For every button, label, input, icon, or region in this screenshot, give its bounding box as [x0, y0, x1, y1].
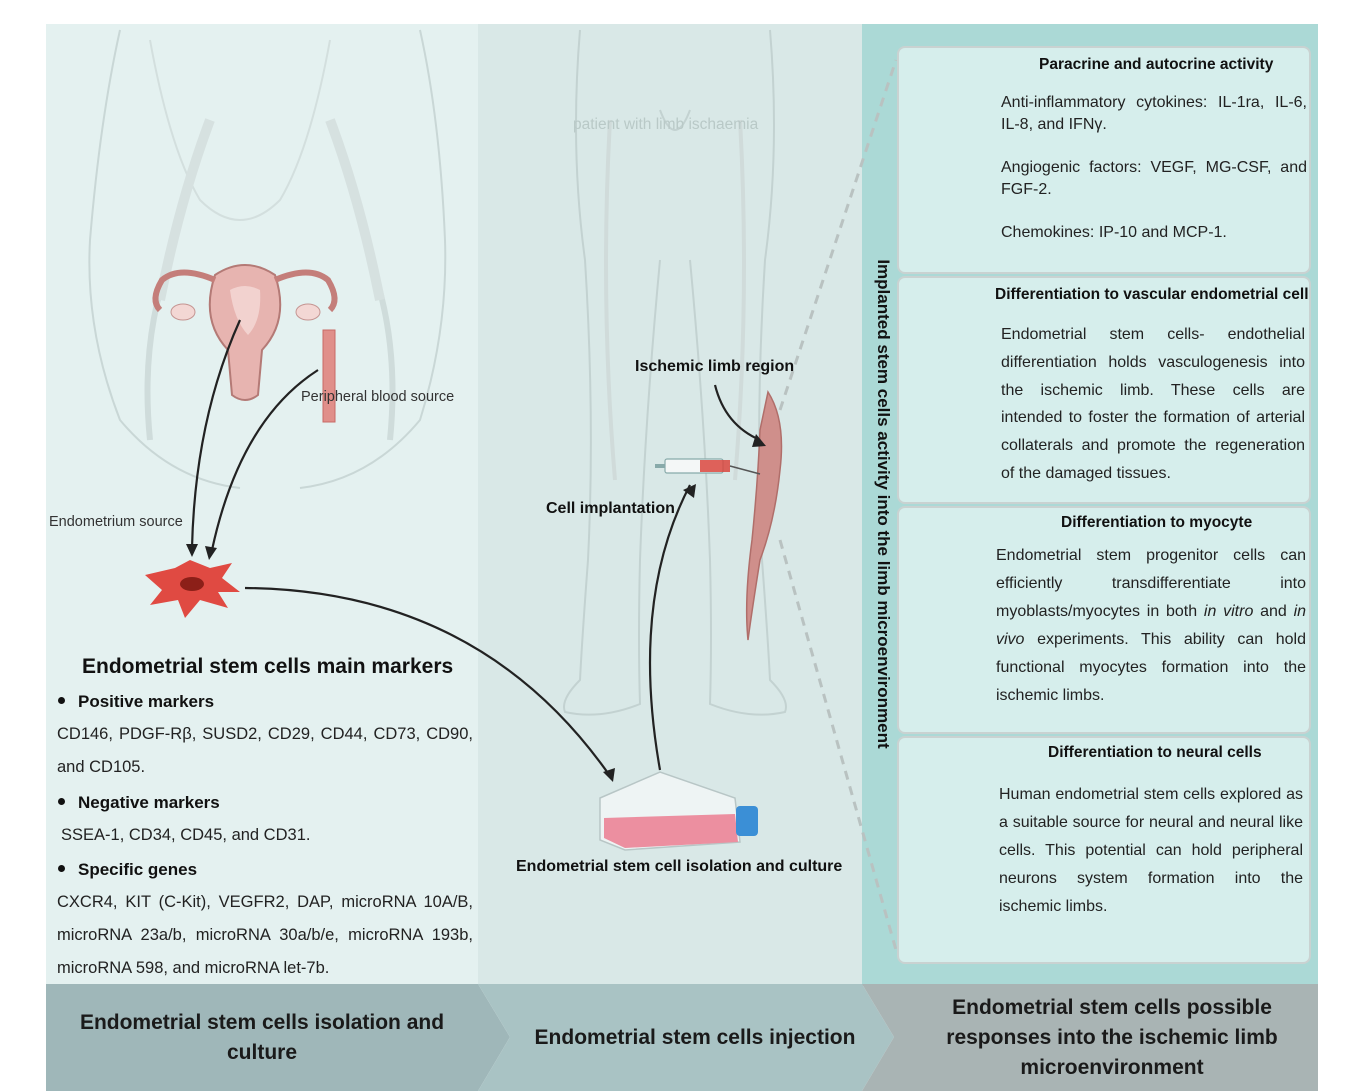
footer-middle-label: Endometrial stem cells injection — [505, 984, 885, 1091]
cell-implantation-label: Cell implantation — [546, 500, 675, 518]
specific-genes-heading: Specific genes — [58, 860, 197, 880]
paracrine-box: Paracrine and autocrine activity Anti-in… — [897, 46, 1311, 274]
vertical-activity-label-text: Implanted stem cells activity into the l… — [873, 259, 893, 748]
markers-title: Endometrial stem cells main markers — [82, 655, 453, 679]
myocyte-text-part3: experiments. This ability can hold funct… — [996, 631, 1306, 704]
negative-markers-heading: Negative markers — [58, 793, 220, 813]
bullet-icon — [58, 798, 65, 805]
vertical-activity-label: Implanted stem cells activity into the l… — [873, 258, 893, 750]
positive-markers-heading: Positive markers — [58, 692, 214, 712]
vascular-title: Differentiation to vascular endometrial … — [995, 286, 1309, 304]
peripheral-blood-tube — [323, 330, 335, 422]
positive-markers-text: CD146, PDGF-Rβ, SUSD2, CD29, CD44, CD73,… — [57, 718, 473, 784]
specific-genes-text: CXCR4, KIT (C-Kit), VEGFR2, DAP, microRN… — [57, 886, 473, 985]
footer-right-label: Endometrial stem cells possible response… — [912, 984, 1312, 1091]
neural-text: Human endometrial stem cells explored as… — [999, 781, 1303, 921]
neural-title: Differentiation to neural cells — [1048, 744, 1262, 762]
neural-box: Differentiation to neural cells Human en… — [897, 736, 1311, 964]
footer-left-label: Endometrial stem cells isolation and cul… — [60, 984, 464, 1091]
ischemic-region-label: Ischemic limb region — [635, 358, 794, 376]
isolation-culture-label: Endometrial stem cell isolation and cult… — [516, 858, 842, 876]
myocyte-title: Differentiation to myocyte — [1061, 514, 1252, 532]
paracrine-line-1: Anti-inflammatory cytokines: IL-1ra, IL-… — [1001, 92, 1307, 136]
myocyte-text: Endometrial stem progenitor cells can ef… — [996, 542, 1306, 710]
positive-markers-heading-text: Positive markers — [78, 692, 214, 711]
paracrine-line-2: Angiogenic factors: VEGF, MG-CSF, and FG… — [1001, 157, 1307, 201]
patient-label: patient with limb ischaemia — [573, 116, 758, 134]
negative-markers-heading-text: Negative markers — [78, 793, 220, 812]
peripheral-blood-source-label: Peripheral blood source — [301, 389, 454, 405]
vascular-box: Differentiation to vascular endometrial … — [897, 276, 1311, 504]
in-vitro-text: in vitro — [1204, 603, 1253, 620]
myocyte-box: Differentiation to myocyte Endometrial s… — [897, 506, 1311, 734]
paracrine-line-3: Chemokines: IP-10 and MCP-1. — [1001, 222, 1307, 244]
specific-genes-heading-text: Specific genes — [78, 860, 197, 879]
bullet-icon — [58, 697, 65, 704]
bullet-icon — [58, 865, 65, 872]
vascular-text: Endometrial stem cells- endothelial diff… — [1001, 321, 1305, 488]
myocyte-text-part2: and — [1253, 603, 1293, 620]
endometrium-source-label: Endometrium source — [49, 514, 183, 530]
negative-markers-text: SSEA-1, CD34, CD45, and CD31. — [61, 819, 471, 852]
paracrine-title: Paracrine and autocrine activity — [1039, 56, 1273, 74]
